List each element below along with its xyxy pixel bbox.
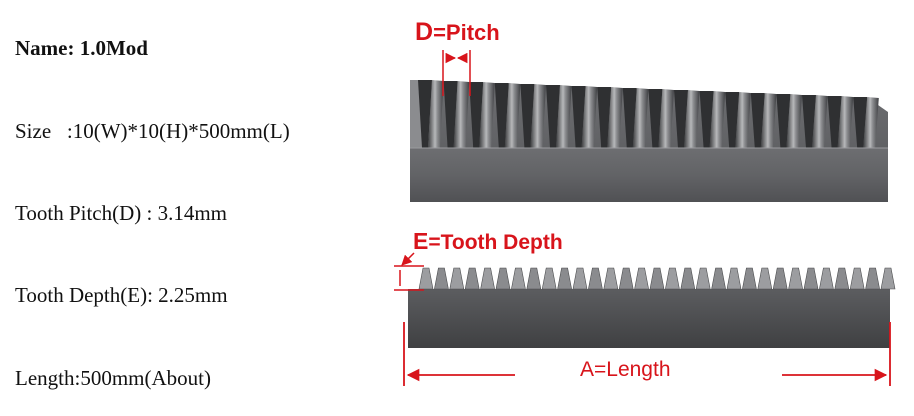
lower-rack-tooth [849,267,865,290]
lower-rack-tooth [511,267,526,290]
lower-rack-tooth [634,267,649,290]
lower-rack-tooth [757,267,773,290]
spec-tooth-pitch: Tooth Pitch(D) : 3.14mm [15,201,228,225]
upper-rack-tooth [571,86,598,148]
upper-rack-tooth [469,82,495,148]
pitch-text: =Pitch [433,20,500,45]
upper-rack-tooth [494,83,521,148]
lower-rack-tooth [834,267,850,290]
upper-rack-tooth [776,94,802,148]
upper-rack-tooth [750,93,777,148]
lower-rack-tooth [495,267,511,290]
lower-rack-tooth [464,267,480,290]
lower-rack-tooth [665,267,680,290]
depth-text: =Tooth Depth [428,231,563,254]
upper-rack-tooth [546,85,572,148]
upper-rack-image [410,80,888,202]
upper-rack-tooth [827,96,854,148]
depth-dimension [394,252,424,291]
lower-rack-tooth [742,267,757,290]
lower-rack-tooth [418,267,434,290]
upper-rack-tooth [622,88,649,148]
upper-rack-tooth [597,87,623,148]
lower-rack-tooth [726,267,742,290]
spec-length: Length:500mm(About) [15,366,211,390]
pitch-dimension [442,50,471,96]
tooth-depth-label: E=Tooth Depth [413,228,563,255]
pitch-letter: D [415,18,434,46]
upper-rack-tooth [443,81,470,148]
lower-rack-tooth [772,267,788,290]
spec-size: Size :10(W)*10(H)*500mm(L) [15,119,290,143]
upper-rack-tooth [853,97,879,148]
lower-rack-tooth [557,267,572,290]
lower-rack-tooth [680,267,696,290]
lower-rack-tooth [819,267,834,290]
upper-rack-tooth [674,90,700,148]
spec-name: Name: 1.0Mod [15,36,148,60]
lower-rack-tooth [588,267,603,290]
lower-rack-tooth [788,267,803,290]
lower-rack-tooth [880,267,896,290]
upper-rack-tooth [725,92,751,148]
length-dimension [403,322,891,386]
lower-rack-tooth [541,267,557,290]
lower-rack-tooth [449,267,465,290]
upper-rack-tooth [648,89,674,148]
spec-tooth-depth: Tooth Depth(E): 2.25mm [15,283,228,307]
lower-rack-tooth [649,267,665,290]
pitch-label: D=Pitch [415,18,500,47]
lower-rack-tooth [572,267,588,290]
lower-rack-tooth [865,267,880,290]
upper-rack-tooth [418,80,444,148]
lower-rack-tooth [711,267,726,290]
lower-rack-tooth [803,267,819,290]
lower-rack-image [408,267,896,348]
lower-rack-tooth [526,267,542,290]
lower-rack-tooth [618,267,634,290]
lower-rack-tooth [434,267,449,290]
lower-rack-tooth [695,267,711,290]
length-label: A=Length [580,358,671,381]
upper-rack-tooth [802,95,828,148]
lower-rack-tooth [480,267,495,290]
upper-rack-tooth [520,84,546,148]
lower-rack-tooth [603,267,619,290]
upper-rack-tooth [699,91,726,148]
depth-letter: E [413,228,429,254]
